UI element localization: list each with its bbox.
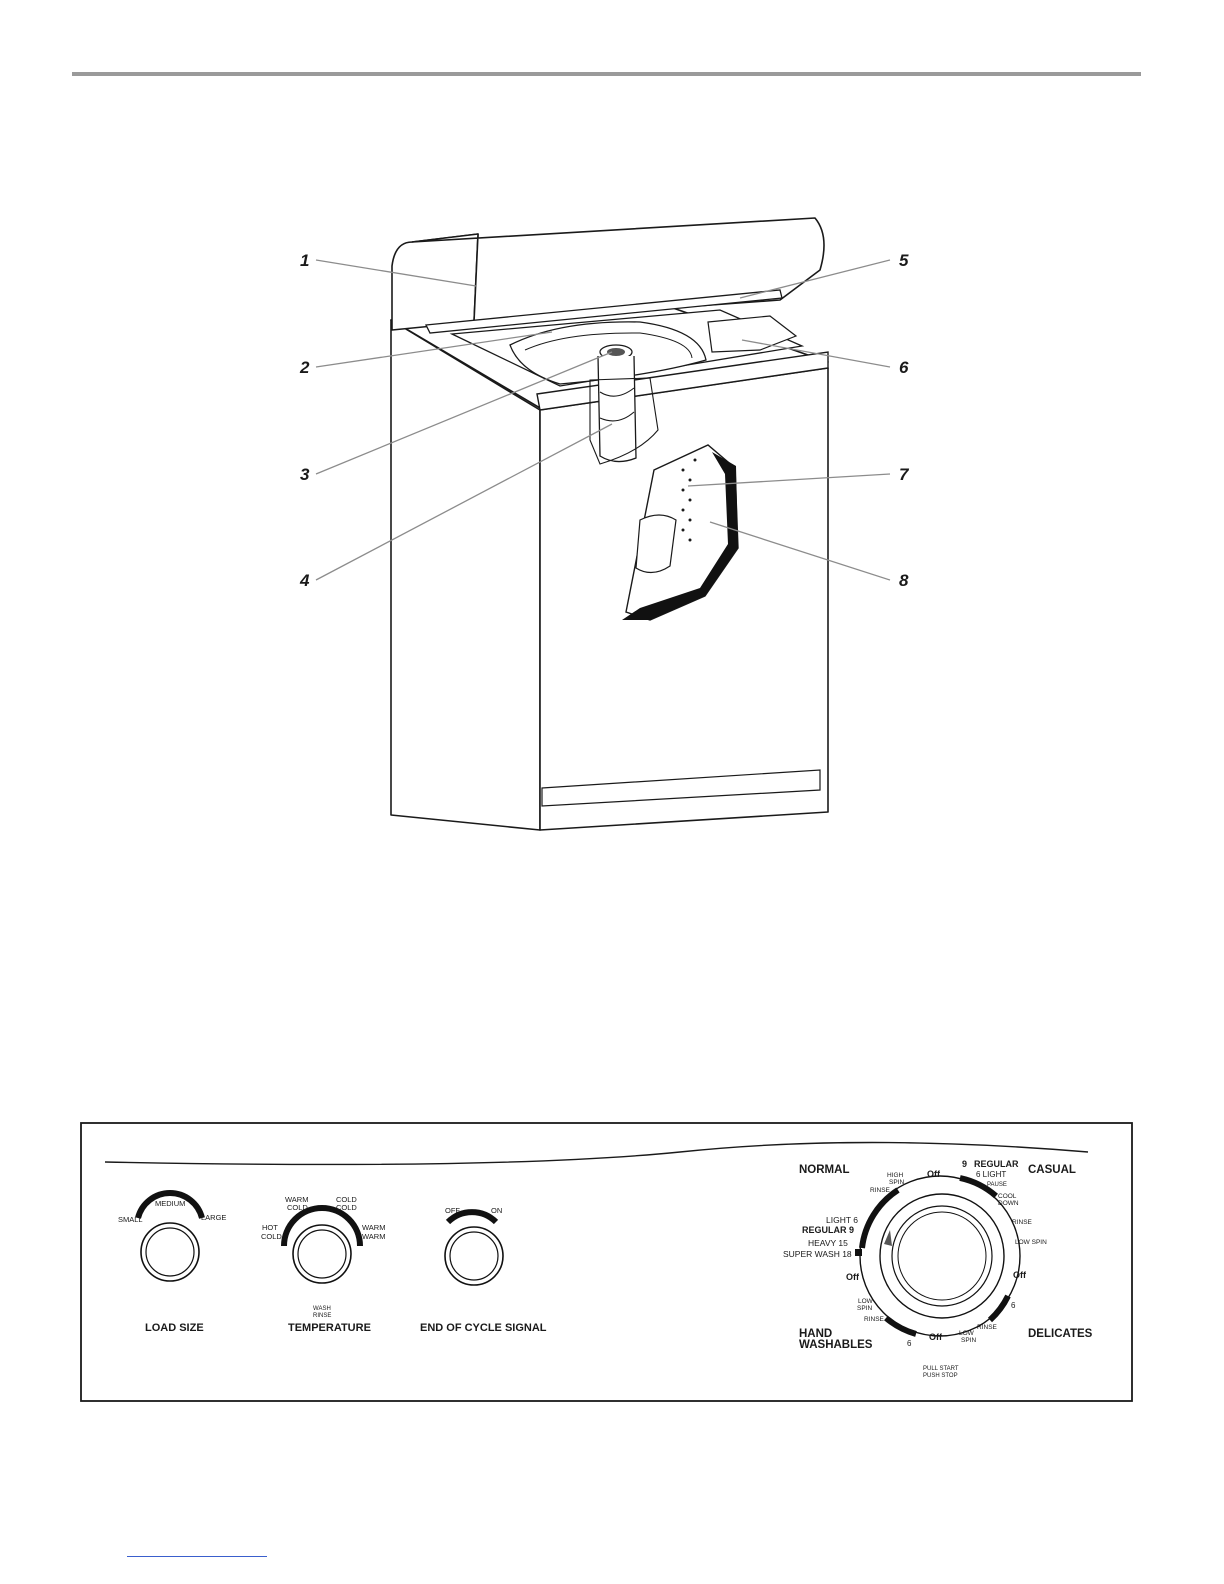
load-size-label: LOAD SIZE — [145, 1322, 204, 1334]
dial-heavy-15: HEAVY 15 — [808, 1238, 848, 1248]
callout-6: 6 — [899, 358, 909, 377]
agitator — [597, 355, 637, 463]
load-size-small: SMALL — [118, 1215, 143, 1224]
casual-regular-num: 9 — [962, 1159, 967, 1169]
signal-off-label: OFF — [445, 1206, 460, 1215]
push-stop: PUSH STOP — [923, 1373, 958, 1379]
load-size-knob[interactable] — [135, 1190, 205, 1282]
cycle-control-dial[interactable] — [859, 1175, 1021, 1337]
load-size-large: LARGE — [201, 1213, 226, 1222]
lid — [424, 289, 783, 334]
callout-3: 3 — [300, 465, 310, 484]
pull-start: PULL START — [923, 1366, 959, 1372]
dial-light-6: LIGHT 6 — [826, 1215, 858, 1225]
dial-rinse-delicates: RINSE — [977, 1324, 998, 1331]
washer-illustration: 1 2 3 4 5 6 7 8 — [299, 217, 910, 831]
dial-low-spin-right: LOW SPIN — [1015, 1239, 1047, 1246]
temp-cold-cold-label: COLD — [336, 1203, 357, 1212]
cycle-casual-label: CASUAL — [1028, 1164, 1076, 1176]
temp-warm-warm-label-2: WARM — [362, 1232, 385, 1241]
dial-spin-hand: SPIN — [857, 1305, 872, 1312]
callout-7: 7 — [899, 465, 910, 484]
top-rule — [72, 72, 1141, 76]
dial-pause: PAUSE — [987, 1182, 1007, 1188]
casual-light: 6 LIGHT — [976, 1170, 1006, 1179]
temp-cold-label: COLD — [336, 1195, 357, 1204]
cycle-delicates-label: DELICATES — [1028, 1328, 1093, 1340]
dial-rinse-normal: RINSE — [870, 1187, 891, 1194]
delicates-six: 6 — [1011, 1301, 1016, 1310]
dial-off-left: Off — [846, 1272, 860, 1282]
temp-hot-cold-label: COLD — [261, 1232, 282, 1241]
dial-low-hand: LOW — [858, 1298, 874, 1305]
dial-segments — [859, 1175, 1011, 1337]
temp-hot-label: HOT — [262, 1223, 278, 1232]
temp-rinse-label: RINSE — [313, 1313, 331, 1319]
panel-contour — [104, 1141, 1089, 1166]
temp-wash-label: WASH — [313, 1306, 331, 1312]
callout-5: 5 — [899, 251, 909, 270]
callout-2: 2 — [299, 358, 310, 377]
footer-link-underline[interactable] — [127, 1556, 267, 1557]
dial-spin-delicates: SPIN — [961, 1337, 976, 1344]
temp-warm-cold-label: COLD — [287, 1203, 308, 1212]
super-wash-marker — [855, 1249, 862, 1256]
end-of-cycle-label: END OF CYCLE SIGNAL — [420, 1322, 547, 1334]
dial-high-spin: SPIN — [889, 1179, 904, 1186]
cycle-normal-label: NORMAL — [799, 1164, 849, 1176]
end-of-cycle-knob[interactable] — [444, 1209, 504, 1286]
temp-warm-warm-label-1: WARM — [362, 1223, 385, 1232]
tub-wall-cross-section — [622, 452, 738, 620]
bleach-dispenser — [707, 315, 798, 353]
callout-1: 1 — [300, 251, 309, 270]
hand-six: 6 — [907, 1339, 912, 1348]
cycle-hand-label: HAND — [799, 1328, 832, 1340]
casual-regular: REGULAR — [974, 1159, 1019, 1169]
dial-super-wash-18: SUPER WASH 18 — [783, 1249, 852, 1259]
temp-warm-label: WARM — [285, 1195, 308, 1204]
temperature-knob[interactable] — [281, 1205, 363, 1284]
dial-cool: COOL — [998, 1193, 1017, 1200]
dial-low-delicates: LOW — [959, 1330, 975, 1337]
dial-off-right: Off — [1013, 1270, 1027, 1280]
cycle-washables-label: WASHABLES — [799, 1339, 873, 1351]
temperature-label: TEMPERATURE — [288, 1322, 371, 1334]
load-size-medium: MEDIUM — [155, 1199, 185, 1208]
dial-off-top: Off — [927, 1169, 941, 1179]
dial-pointer-icon — [884, 1230, 892, 1246]
dial-rinse-right: RINSE — [1012, 1219, 1033, 1226]
dial-high: HIGH — [887, 1172, 904, 1179]
panel-border — [80, 1122, 1133, 1402]
dial-rinse-hand: RINSE — [864, 1316, 885, 1323]
callout-4: 4 — [299, 571, 310, 590]
signal-on-label: ON — [491, 1206, 502, 1215]
dial-down: DOWN — [998, 1200, 1019, 1207]
callout-8: 8 — [899, 571, 909, 590]
perforations — [681, 458, 697, 542]
dial-regular-9: REGULAR 9 — [802, 1225, 854, 1235]
dial-off-bottom: Off — [929, 1332, 943, 1342]
